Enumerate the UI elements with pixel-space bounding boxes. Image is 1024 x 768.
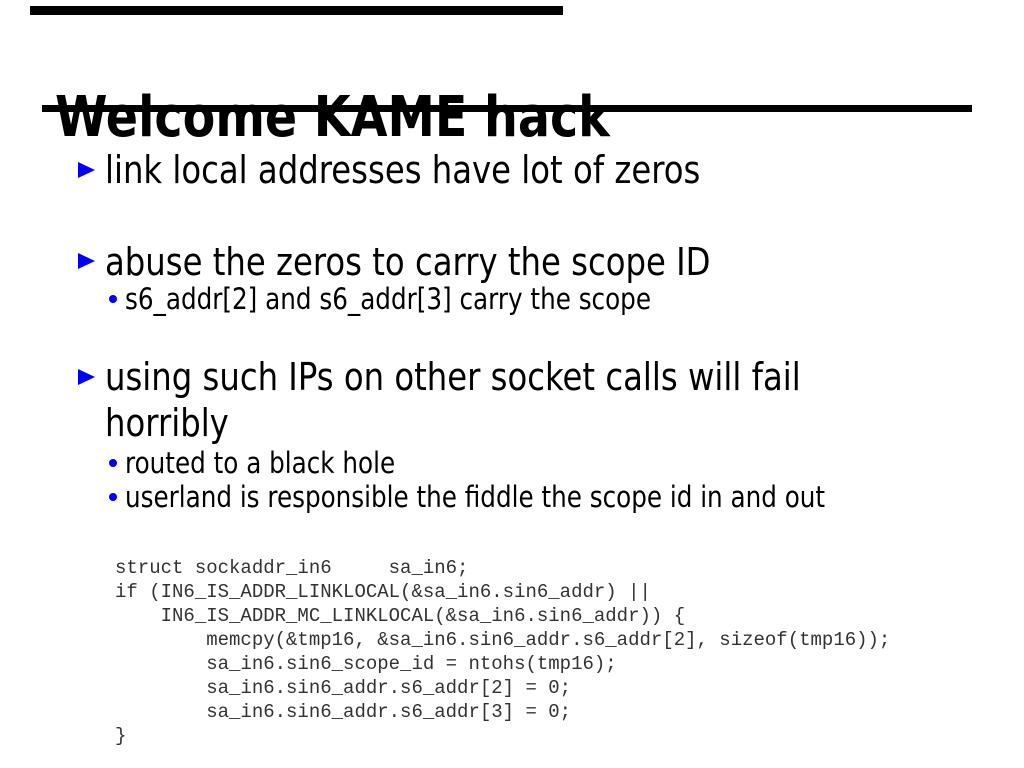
code-line: memcpy(&tmp16, &sa_in6.sin6_addr.s6_addr… (115, 629, 891, 651)
triangle-right-icon (78, 162, 95, 178)
slide-progress-bar (30, 6, 563, 15)
code-block: struct sockaddr_in6 sa_in6;if (IN6_IS_AD… (115, 556, 890, 748)
code-line: struct sockaddr_in6 sa_in6; (115, 557, 469, 579)
sub-bullet-item: routed to a black hole (125, 446, 396, 480)
bullet-item: link local addresses have lot of zeros (105, 148, 701, 192)
code-line: if (IN6_IS_ADDR_LINKLOCAL(&sa_in6.sin6_a… (115, 581, 651, 603)
bullet-item: using such IPs on other socket calls wil… (105, 355, 801, 445)
dot-icon (109, 295, 117, 303)
sub-bullet-item: s6_addr[2] and s6_addr[3] carry the scop… (125, 282, 651, 316)
code-line: sa_in6.sin6_addr.s6_addr[3] = 0; (115, 701, 572, 723)
code-line: } (115, 725, 127, 747)
code-line: sa_in6.sin6_scope_id = ntohs(tmp16); (115, 653, 617, 675)
triangle-right-icon (78, 369, 95, 385)
slide-title: Welcome KAME hack (55, 84, 610, 150)
dot-icon (109, 459, 117, 467)
code-line: sa_in6.sin6_addr.s6_addr[2] = 0; (115, 677, 572, 699)
triangle-right-icon (78, 253, 95, 269)
title-underline (42, 105, 972, 112)
sub-bullet-item: userland is responsible the fiddle the s… (125, 480, 826, 514)
code-line: IN6_IS_ADDR_MC_LINKLOCAL(&sa_in6.sin6_ad… (115, 605, 686, 627)
bullet-item: abuse the zeros to carry the scope ID (105, 240, 711, 284)
dot-icon (109, 493, 117, 501)
